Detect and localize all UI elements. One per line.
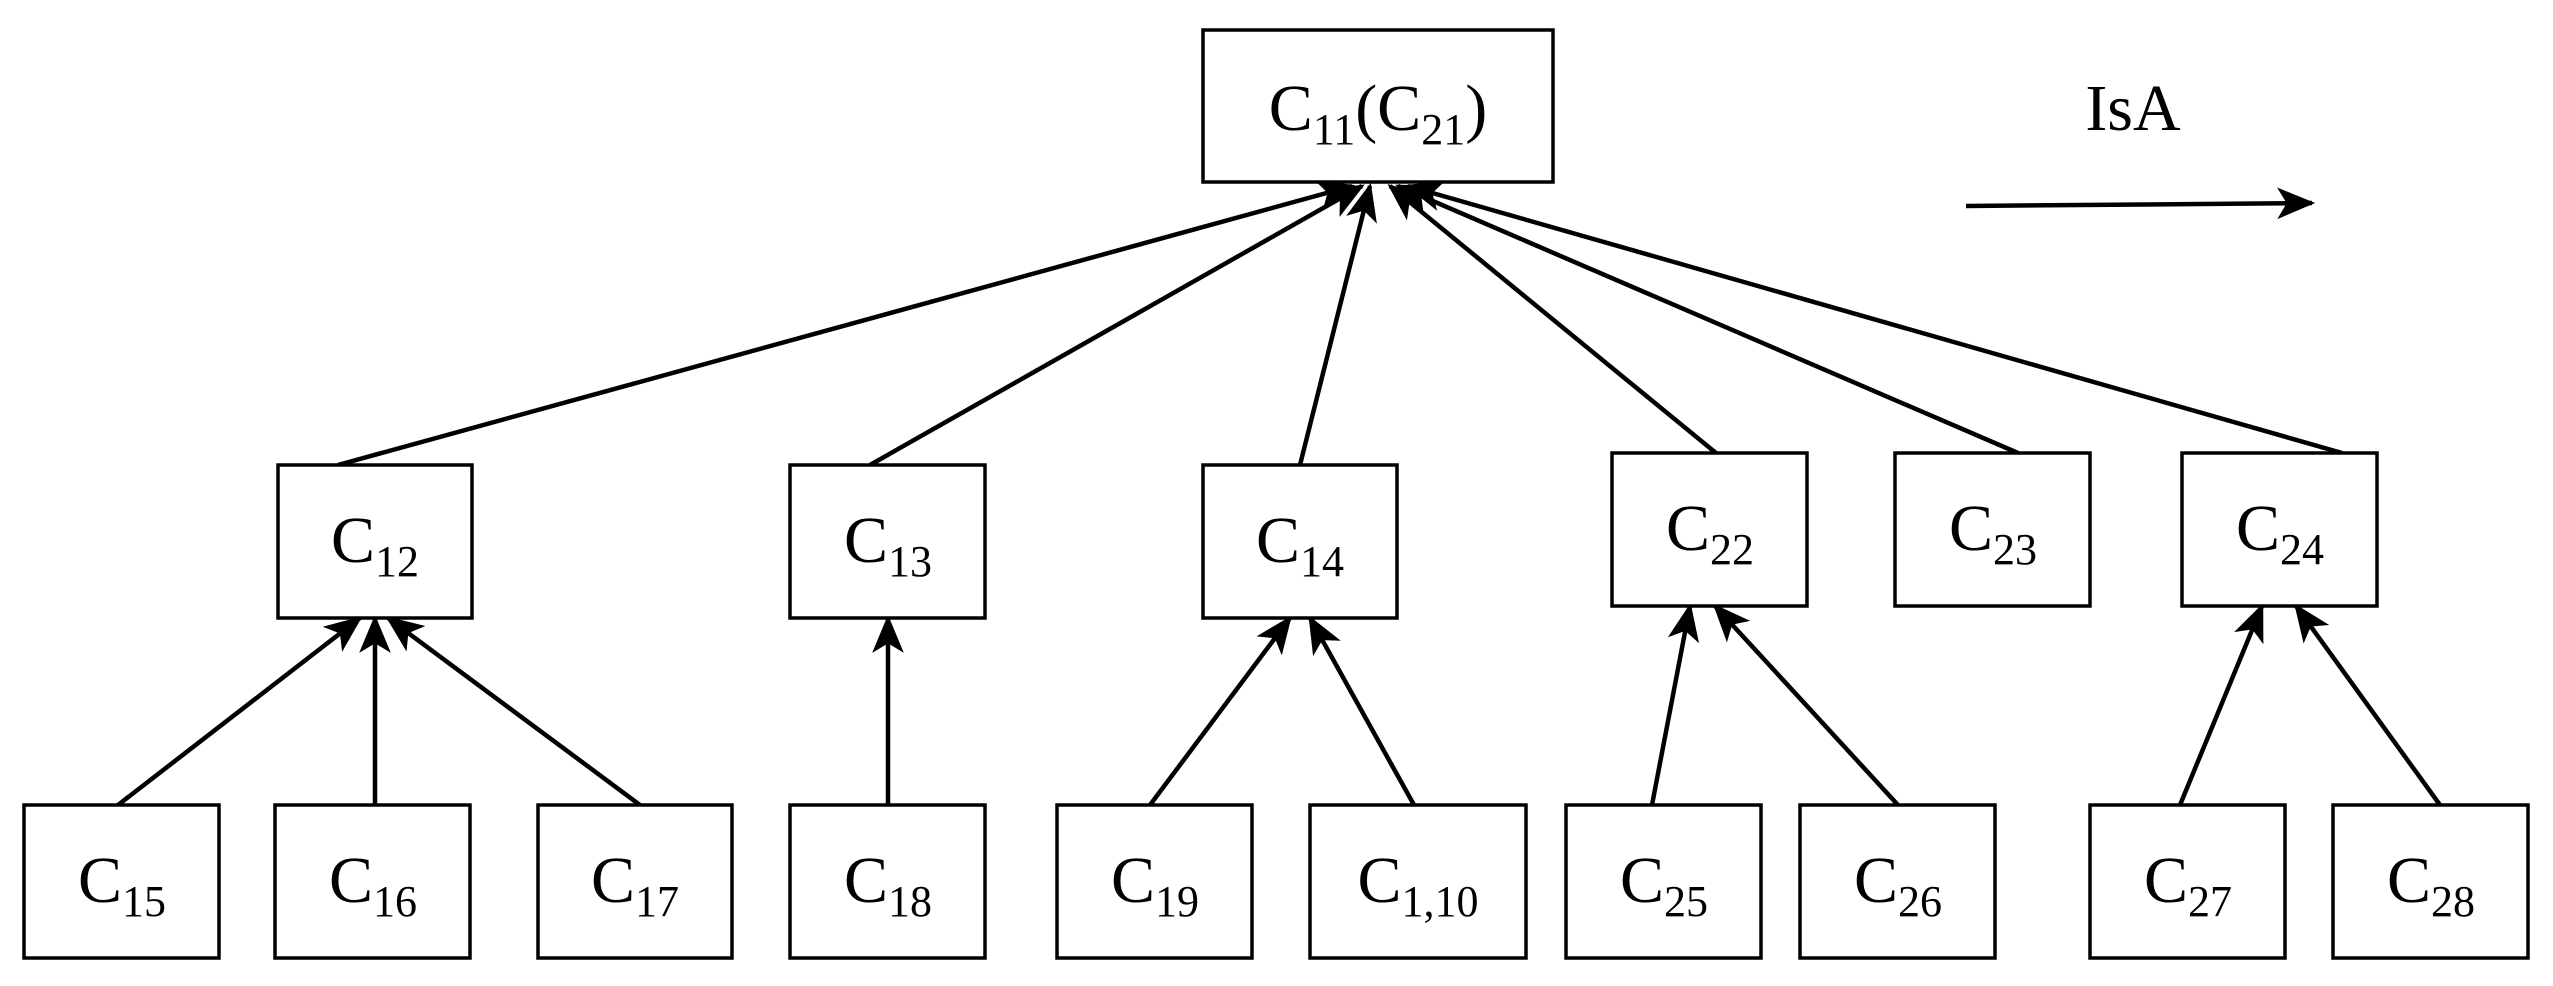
- node-c28: C28: [2331, 803, 2530, 960]
- isa-edge-c26-to-c22: [1712, 603, 1900, 807]
- node-box: [1564, 803, 1763, 960]
- isa-edge-c110-to-c14: [1308, 615, 1416, 807]
- isa-edge-c12-to-root: [337, 179, 1356, 468]
- isa-edge-c23-to-root: [1395, 183, 2019, 456]
- isa-edge-c15-to-c12: [116, 616, 363, 807]
- node-c1-10: C1,10: [1308, 803, 1528, 960]
- node-c23: C23: [1893, 451, 2092, 608]
- node-label: C22: [1666, 492, 1754, 574]
- node-label: C14: [1256, 504, 1344, 586]
- node-label: C13: [844, 504, 932, 586]
- isa-edge-c22-to-root: [1387, 183, 1718, 455]
- node-c27: C27: [2088, 803, 2287, 960]
- node-box: [276, 463, 474, 620]
- node-box: [1610, 451, 1809, 608]
- node-label: C16: [329, 844, 417, 926]
- node-c26: C26: [1798, 803, 1997, 960]
- node-c25: C25: [1564, 803, 1763, 960]
- node-box: [22, 803, 221, 960]
- node-label: C1,10: [1357, 844, 1478, 926]
- isa-edge-c14-to-root: [1297, 182, 1377, 466]
- node-box: [788, 803, 987, 960]
- node-c18: C18: [788, 803, 987, 960]
- node-c13: C13: [788, 463, 987, 620]
- node-c17: C17: [536, 803, 734, 960]
- node-c16: C16: [273, 803, 472, 960]
- node-label: C25: [1620, 844, 1708, 926]
- node-c11-c21: C11(C21): [1201, 28, 1555, 184]
- isa-edge-c24-to-root: [1404, 180, 2343, 456]
- node-box: [2331, 803, 2530, 960]
- node-label: C26: [1854, 844, 1942, 926]
- edges-layer: [116, 179, 2442, 807]
- node-box: [1893, 451, 2092, 608]
- node-label: C18: [844, 844, 932, 926]
- isa-edge-c17-to-c12: [385, 616, 642, 807]
- node-label: C12: [331, 504, 419, 586]
- isa-edge-c25-to-c22: [1649, 602, 1700, 806]
- node-c15: C15: [22, 803, 221, 960]
- node-c14: C14: [1201, 463, 1399, 620]
- node-c24: C24: [2180, 451, 2379, 608]
- legend-arrow: [1965, 187, 2316, 220]
- isa-edge-c27-to-c24: [2177, 603, 2265, 806]
- node-c19: C19: [1055, 803, 1254, 960]
- node-label: C23: [1949, 492, 2037, 574]
- isa-edge-c13-to-root: [868, 184, 1365, 467]
- legend: IsA: [1965, 72, 2316, 220]
- node-box: [536, 803, 734, 960]
- node-box: [1055, 803, 1254, 960]
- isa-edge-c19-to-c14: [1148, 615, 1292, 807]
- node-label: C19: [1111, 844, 1199, 926]
- node-box: [1201, 463, 1399, 620]
- node-label: C28: [2387, 844, 2475, 926]
- node-box: [1798, 803, 1997, 960]
- node-c22: C22: [1610, 451, 1809, 608]
- node-box: [1201, 28, 1555, 184]
- node-label: C15: [78, 844, 166, 926]
- node-box: [2088, 803, 2287, 960]
- node-label: C24: [2236, 492, 2324, 574]
- node-label: C27: [2144, 844, 2232, 926]
- node-box: [1308, 803, 1528, 960]
- isa-edge-c28-to-c24: [2294, 603, 2442, 807]
- legend-label: IsA: [2085, 72, 2181, 145]
- node-box: [273, 803, 472, 960]
- node-label: C17: [591, 844, 679, 926]
- node-label: C11(C21): [1269, 72, 1487, 154]
- node-c12: C12: [276, 463, 474, 620]
- node-box: [788, 463, 987, 620]
- node-box: [2180, 451, 2379, 608]
